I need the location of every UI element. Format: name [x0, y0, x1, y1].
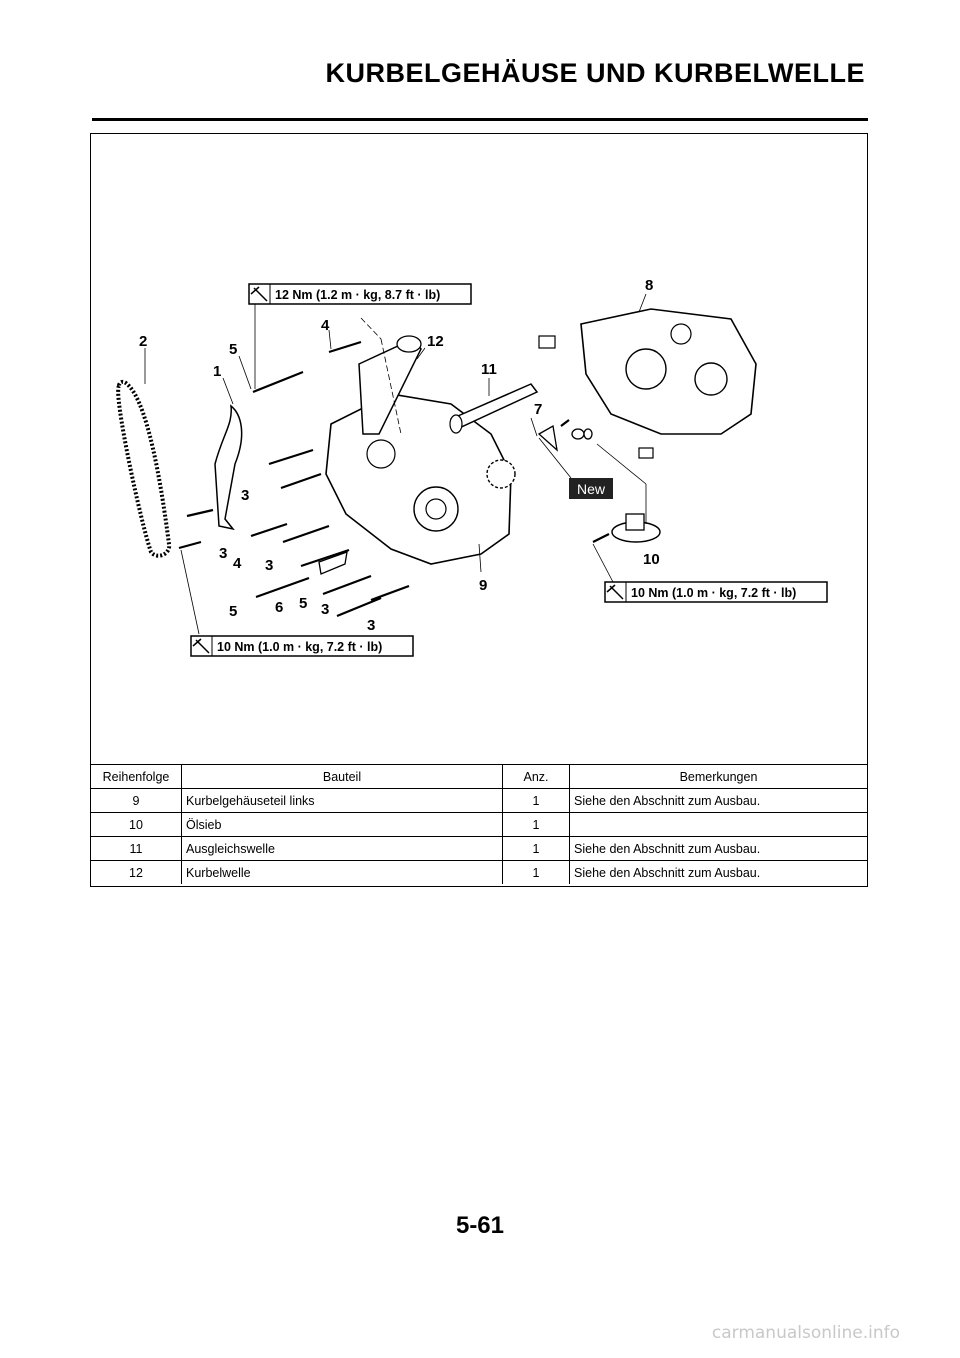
dowel-pin [638, 447, 654, 459]
cell-quantity: 1 [502, 788, 570, 813]
callout-3: 3 [321, 601, 329, 618]
callout-11: 11 [481, 361, 497, 378]
crankshaft [358, 335, 422, 435]
table-row: 10 Ölsieb 1 [91, 812, 867, 837]
cell-quantity: 1 [502, 836, 570, 861]
cell-remarks: Siehe den Abschnitt zum Ausbau. [569, 836, 867, 861]
cell-remarks [569, 812, 867, 837]
header-rule [92, 118, 868, 121]
crankcase-right [580, 308, 757, 435]
dowel-pin [538, 335, 556, 349]
page-number: 5-61 [455, 1212, 505, 1239]
callout-3: 3 [219, 545, 227, 562]
cell-sequence: 10 [91, 812, 182, 837]
table-row: 11 Ausgleichswelle 1 Siehe den Abschnitt… [91, 836, 867, 861]
callout-3: 3 [265, 557, 273, 574]
callout-6: 6 [275, 599, 283, 616]
callouts: 2 5 4 12 1 11 7 8 3 3 4 3 5 6 5 3 3 9 10 [139, 277, 660, 634]
callout-5: 5 [229, 341, 237, 358]
cell-part: Ausgleichswelle [181, 836, 503, 861]
table-row: 12 Kurbelwelle 1 Siehe den Abschnitt zum… [91, 860, 867, 884]
bolts [178, 340, 610, 618]
callout-5: 5 [299, 595, 307, 612]
balancer-shaft [449, 383, 539, 434]
column-header-remarks: Bemerkungen [569, 764, 867, 789]
content-frame: 12 Nm (1.2 m · kg, 8.7 ft · lb) 10 Nm (1… [90, 133, 868, 887]
callout-3: 3 [367, 617, 375, 634]
torque-wrench-icon [250, 286, 268, 302]
column-header-part: Bauteil [181, 764, 503, 789]
callout-7: 7 [534, 401, 542, 418]
column-header-sequence: Reihenfolge [91, 764, 182, 789]
callout-2: 2 [139, 333, 147, 350]
table-header-row: Reihenfolge Bauteil Anz. Bemerkungen [91, 764, 867, 789]
cell-remarks: Siehe den Abschnitt zum Ausbau. [569, 788, 867, 813]
cell-sequence: 12 [91, 860, 182, 884]
callout-5: 5 [229, 603, 237, 620]
oil-strainer [611, 513, 661, 543]
torque-spec-top: 12 Nm (1.2 m · kg, 8.7 ft · lb) [248, 283, 472, 305]
page-title: KURBELGEHÄUSE UND KURBELWELLE [325, 58, 865, 88]
column-header-quantity: Anz. [502, 764, 570, 789]
torque-wrench-icon [606, 584, 624, 600]
torque-spec-bottom: 10 Nm (1.0 m · kg, 7.2 ft · lb) [190, 635, 414, 657]
torque-value-right: 10 Nm (1.0 m · kg, 7.2 ft · lb) [631, 586, 796, 600]
callout-10: 10 [643, 551, 660, 568]
parts-table: Reihenfolge Bauteil Anz. Bemerkungen 9 K… [91, 764, 867, 884]
torque-wrench-icon [192, 638, 210, 654]
chain-guide [214, 404, 243, 531]
svg-text:New: New [577, 481, 606, 497]
new-part-badge: New [569, 478, 613, 499]
callout-9: 9 [479, 577, 487, 594]
torque-spec-right: 10 Nm (1.0 m · kg, 7.2 ft · lb) [604, 581, 828, 603]
exploded-diagram: 12 Nm (1.2 m · kg, 8.7 ft · lb) 10 Nm (1… [91, 134, 867, 764]
callout-1: 1 [213, 363, 221, 380]
torque-value-bottom: 10 Nm (1.0 m · kg, 7.2 ft · lb) [217, 640, 382, 654]
watermark: carmanualsonline.info [711, 1323, 900, 1343]
callout-4: 4 [321, 317, 330, 334]
cell-quantity: 1 [502, 860, 570, 884]
callout-12: 12 [427, 333, 444, 350]
callout-4: 4 [233, 555, 242, 572]
cell-quantity: 1 [502, 812, 570, 837]
cell-sequence: 9 [91, 788, 182, 813]
cell-part: Kurbelgehäuseteil links [181, 788, 503, 813]
cell-remarks: Siehe den Abschnitt zum Ausbau. [569, 860, 867, 884]
crankcase-left [325, 393, 516, 565]
table-row: 9 Kurbelgehäuseteil links 1 Siehe den Ab… [91, 788, 867, 813]
cell-sequence: 11 [91, 836, 182, 861]
cell-part: Ölsieb [181, 812, 503, 837]
cell-part: Kurbelwelle [181, 860, 503, 884]
leader-lines [144, 293, 647, 635]
callout-3: 3 [241, 487, 249, 504]
torque-value-top: 12 Nm (1.2 m · kg, 8.7 ft · lb) [275, 288, 440, 302]
callout-8: 8 [645, 277, 653, 294]
timing-chain [116, 379, 172, 558]
dowel-rings [318, 424, 593, 575]
